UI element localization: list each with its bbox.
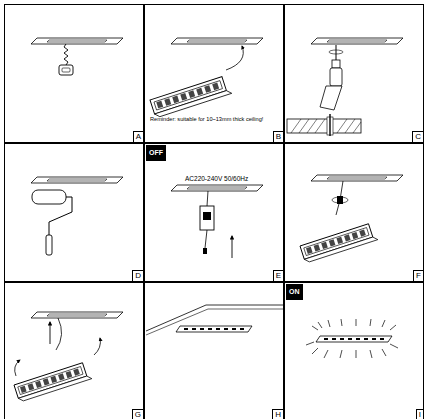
step-panel: AC220-240V 50/60HzE OFF (144, 143, 284, 282)
drill-bit (336, 45, 337, 60)
rotation-mark (332, 197, 348, 203)
screw (329, 114, 330, 136)
step-letter: D (132, 270, 143, 281)
drill-handle (320, 86, 342, 110)
move-arrow (226, 46, 243, 70)
step-panel: Reminder: suitable for 10~13mm thick cei… (144, 4, 284, 143)
saw-grip (62, 68, 70, 72)
drill-chuck (332, 60, 340, 68)
fixture (14, 362, 92, 403)
plug (203, 248, 207, 254)
driver-label (203, 212, 211, 220)
step-panel: D (4, 143, 144, 282)
spring-arrow (15, 360, 20, 376)
led-driver (200, 206, 214, 230)
roller-frame (49, 197, 72, 235)
switch-badge: ON (286, 284, 303, 300)
drill-body (330, 68, 342, 86)
ceiling-plate (171, 185, 263, 191)
fixture (316, 336, 392, 342)
ceiling-edge (146, 309, 283, 335)
ceiling-plate (171, 38, 263, 44)
note-text: Reminder: suitable for 10~13mm thick cei… (150, 116, 263, 123)
light-rays (306, 319, 398, 358)
step-panel: I ON (284, 282, 424, 419)
step-letter: E (273, 270, 283, 281)
rotation-mark (329, 50, 343, 54)
fixture (150, 75, 232, 118)
step-panel: F (284, 143, 424, 282)
ceiling-section (287, 119, 361, 133)
saw-handle (59, 65, 73, 75)
step-letter: I (416, 409, 423, 419)
ceiling-plate (31, 177, 123, 183)
wire (207, 191, 208, 206)
fixture (300, 223, 378, 264)
ceiling-plate (311, 38, 403, 44)
roller-grip (46, 235, 52, 255)
spring-arrow (94, 338, 100, 355)
ceiling-plate (31, 312, 123, 318)
step-letter: B (273, 131, 283, 142)
wire (56, 318, 62, 350)
step-letter: G (132, 409, 143, 419)
switch-state: OFF (149, 145, 163, 161)
ceiling-plate (31, 38, 123, 44)
step-letter: C (412, 131, 423, 142)
switch-badge: OFF (146, 145, 166, 161)
note-text: AC220-240V 50/60Hz (185, 175, 248, 183)
wire (336, 181, 343, 215)
step-letter: F (413, 270, 423, 281)
step-letter: A (133, 131, 143, 142)
hatching (291, 119, 361, 133)
up-arrow (50, 322, 51, 344)
up-arrow (232, 236, 233, 258)
fixture (176, 326, 252, 332)
saw-blade (64, 44, 68, 65)
paint-roller (32, 190, 66, 204)
step-panel: A (4, 4, 144, 143)
wire (205, 230, 207, 248)
ceiling-plate (311, 175, 403, 181)
step-panel: H (144, 282, 284, 419)
step-letter: H (272, 409, 283, 419)
switch-state: ON (289, 284, 300, 300)
step-panel: G (4, 282, 144, 419)
step-panel: C (284, 4, 424, 143)
